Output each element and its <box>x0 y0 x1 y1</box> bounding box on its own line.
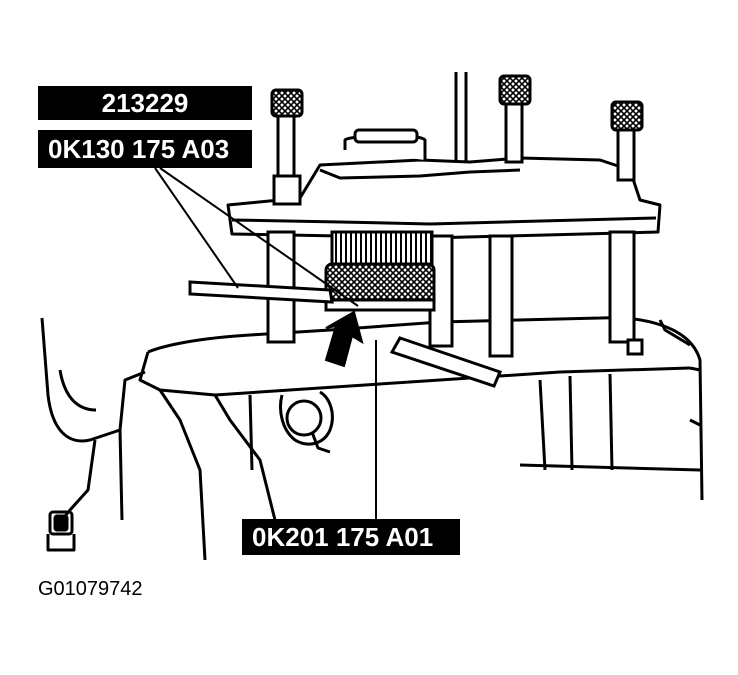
adjustment-bolts <box>270 72 644 206</box>
installer-tool <box>324 230 436 312</box>
support-legs <box>266 230 644 358</box>
direction-arrow <box>324 310 364 368</box>
figure-id: G01079742 <box>38 578 143 600</box>
tool-label-0k201: 0K201 175 A01 <box>242 519 460 555</box>
tool-label-0k130: 0K130 175 A03 <box>38 130 252 168</box>
handle-rod <box>188 280 503 388</box>
transmission-case <box>40 316 704 561</box>
support-plate <box>226 128 662 240</box>
leader-lines <box>154 167 377 519</box>
tool-label-213229: 213229 <box>38 86 252 120</box>
